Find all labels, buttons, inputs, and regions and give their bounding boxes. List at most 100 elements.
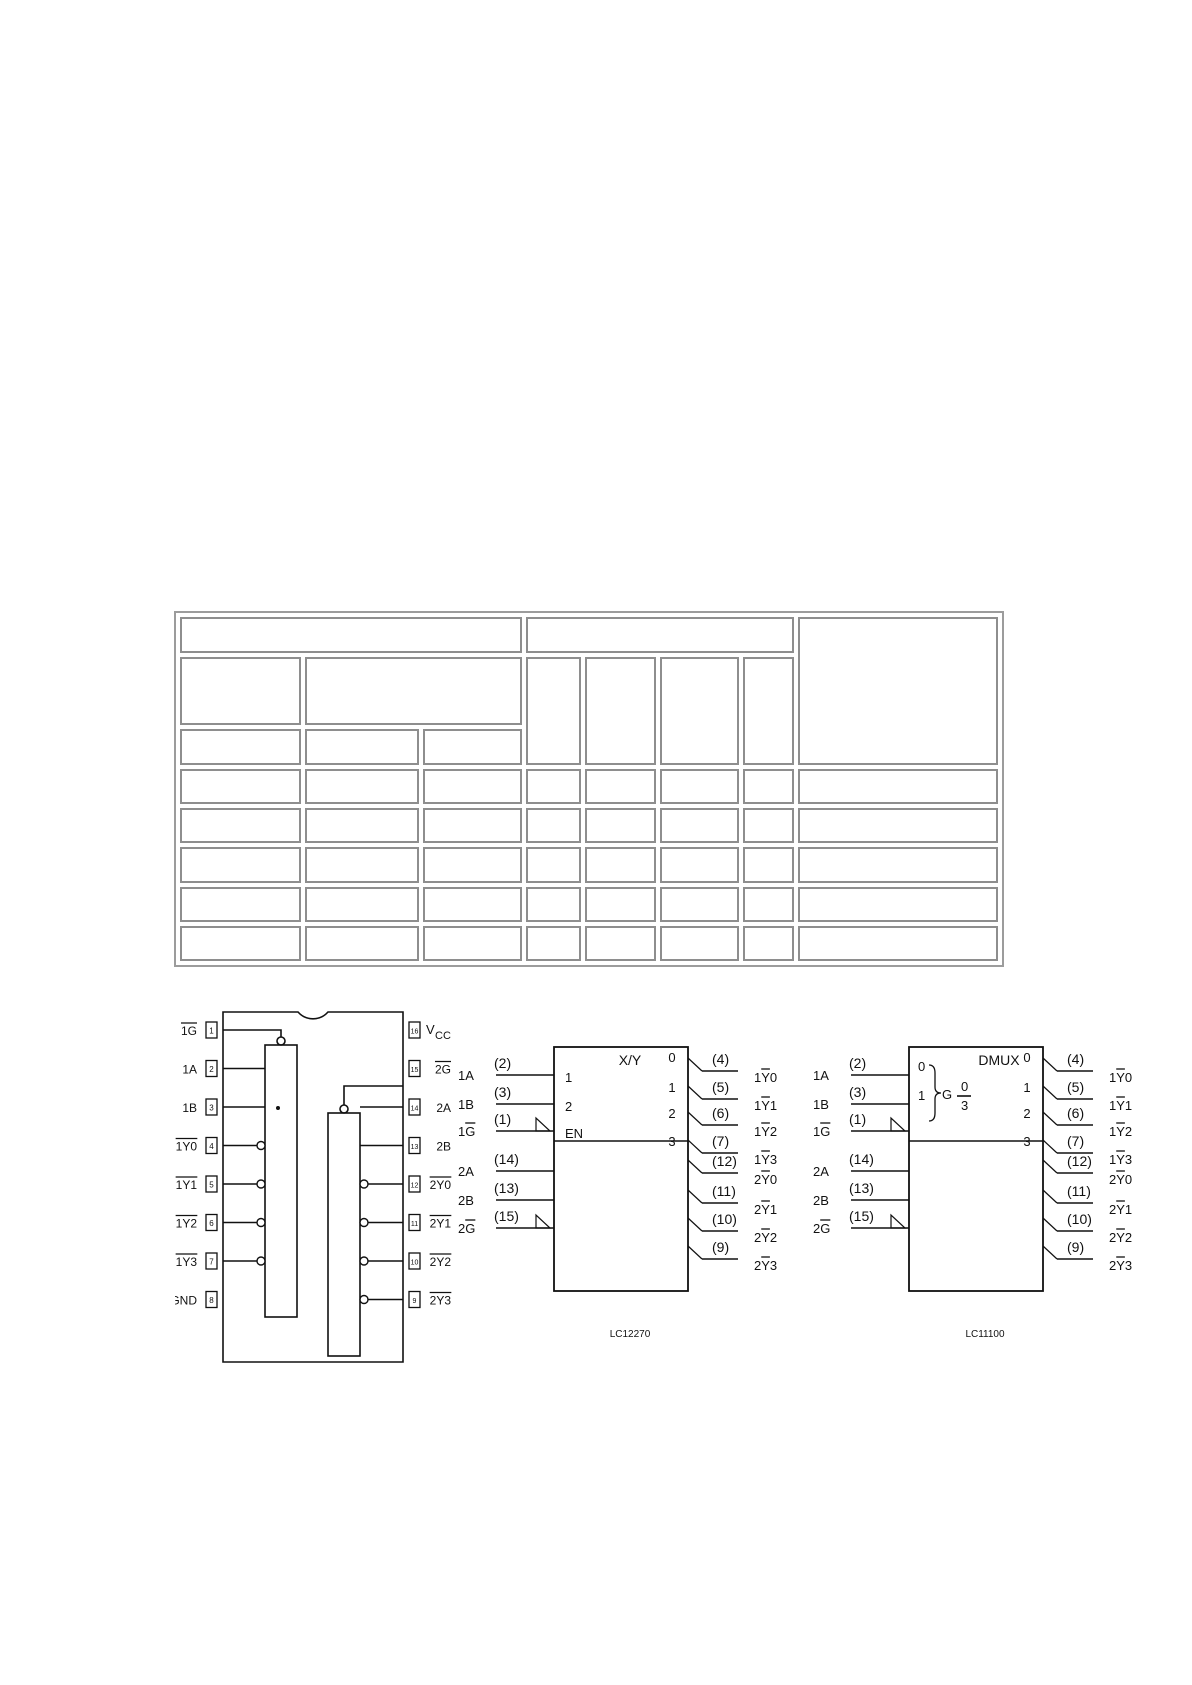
active-low-indicator bbox=[1042, 1139, 1058, 1154]
input-label: 1G bbox=[458, 1124, 475, 1139]
pin-label: 1Y1 bbox=[176, 1178, 198, 1192]
pin-number: (4) bbox=[1067, 1051, 1084, 1067]
table-row bbox=[180, 769, 998, 805]
inversion-bubble bbox=[256, 1256, 266, 1266]
select-range-top: 0 bbox=[961, 1079, 968, 1094]
pin-box bbox=[408, 1136, 421, 1155]
input-label: 2A bbox=[458, 1164, 474, 1179]
header-outputs-cell bbox=[526, 617, 795, 653]
pin-number: (12) bbox=[712, 1153, 737, 1169]
pin-box bbox=[408, 1021, 421, 1039]
input-label: 2G bbox=[458, 1221, 475, 1236]
output-label: 2Y2 bbox=[754, 1230, 777, 1245]
output-label: 1Y1 bbox=[754, 1098, 777, 1113]
pin-number: (11) bbox=[712, 1183, 736, 1199]
output-qualifier: 3 bbox=[668, 1134, 675, 1149]
output-qualifier: 0 bbox=[668, 1050, 675, 1065]
input-qualifier: 2 bbox=[565, 1099, 572, 1114]
decoder-2-block bbox=[327, 1112, 361, 1357]
pin-number: (1) bbox=[849, 1111, 866, 1127]
active-low-indicator bbox=[1042, 1085, 1058, 1100]
pin-number: (5) bbox=[1067, 1079, 1084, 1095]
output-qualifier: 1 bbox=[668, 1080, 675, 1095]
active-low-indicator bbox=[687, 1057, 703, 1072]
pin-label: 1G bbox=[181, 1024, 197, 1038]
output-label: 2Y3 bbox=[1109, 1258, 1132, 1273]
pin-number: 15 bbox=[411, 1067, 419, 1074]
pin-number: (4) bbox=[712, 1051, 729, 1067]
pin-label: V bbox=[426, 1022, 435, 1037]
pin-number: (15) bbox=[849, 1208, 874, 1224]
dmux-logic-symbol: DMUX1A(2)01B(3)11G(1)2A(14)2B(13)2G(15)G… bbox=[813, 1046, 1132, 1340]
input-label: 2B bbox=[458, 1193, 474, 1208]
header-select-cell bbox=[304, 657, 523, 725]
input-label: 2G bbox=[813, 1221, 830, 1236]
input-label: 1B bbox=[813, 1097, 829, 1112]
pin-number: 5 bbox=[209, 1181, 214, 1190]
output-label: 2Y1 bbox=[1109, 1202, 1132, 1217]
header-y1-cell bbox=[585, 657, 656, 765]
pin-number: (13) bbox=[494, 1180, 519, 1196]
ic-package-outline bbox=[222, 1011, 404, 1363]
output-label: 1Y2 bbox=[1109, 1124, 1132, 1139]
pin-number: (5) bbox=[712, 1079, 729, 1095]
pin-box bbox=[205, 1252, 218, 1270]
pin-box bbox=[408, 1098, 421, 1116]
inversion-bubble bbox=[359, 1294, 369, 1305]
pin-number: 1 bbox=[209, 1027, 214, 1036]
diagram-code: LC12270 bbox=[610, 1329, 651, 1340]
active-low-indicator bbox=[535, 1213, 552, 1229]
input-qualifier: 1 bbox=[918, 1088, 925, 1103]
truth-table-grid bbox=[174, 611, 1004, 967]
active-low-indicator bbox=[1042, 1189, 1058, 1204]
output-qualifier: 1 bbox=[1023, 1080, 1030, 1095]
active-low-indicator bbox=[1042, 1217, 1058, 1232]
pin-number: 13 bbox=[411, 1144, 419, 1151]
pin-number: 10 bbox=[411, 1260, 419, 1267]
pin-number: 4 bbox=[209, 1142, 214, 1151]
dip16-pinout-diagram: 11G21A31B41Y051Y161Y271Y38GND16VCC152G14… bbox=[175, 1011, 452, 1363]
output-label: 2Y2 bbox=[1109, 1230, 1132, 1245]
symbol-body bbox=[908, 1046, 1044, 1292]
pin-number: 14 bbox=[411, 1106, 419, 1113]
xy-logic-symbol: X/Y1A(2)11B(3)21G(1)EN2A(14)2B(13)2G(15)… bbox=[458, 1046, 777, 1340]
input-label: 1A bbox=[458, 1068, 474, 1083]
select-label: G bbox=[942, 1087, 952, 1102]
pin-box bbox=[205, 1098, 218, 1116]
header-enable-cell bbox=[180, 657, 301, 725]
pin-number: 12 bbox=[411, 1183, 419, 1190]
output-qualifier: 2 bbox=[1023, 1106, 1030, 1121]
output-label: 2Y0 bbox=[1109, 1172, 1132, 1187]
decoder-1-block bbox=[264, 1044, 298, 1318]
pin-number: (10) bbox=[1067, 1211, 1092, 1227]
pin-number: (9) bbox=[712, 1239, 729, 1255]
pin-label: GND bbox=[175, 1294, 197, 1308]
pin-box bbox=[408, 1213, 421, 1232]
pin-number: (3) bbox=[849, 1084, 866, 1100]
pin-number: (2) bbox=[494, 1055, 511, 1071]
input-qualifier: 1 bbox=[565, 1070, 572, 1085]
pin-number: (12) bbox=[1067, 1153, 1092, 1169]
pin-label: 1A bbox=[182, 1063, 197, 1077]
pin-label: 1Y2 bbox=[176, 1217, 198, 1231]
header-remark-cell bbox=[798, 617, 998, 765]
input-label: 2B bbox=[813, 1193, 829, 1208]
pin-label: 2Y3 bbox=[430, 1294, 452, 1308]
active-low-indicator bbox=[687, 1111, 703, 1126]
active-low-indicator bbox=[890, 1213, 907, 1229]
pin-box bbox=[205, 1175, 218, 1193]
inversion-bubble bbox=[359, 1217, 369, 1228]
input-label: 1G bbox=[813, 1124, 830, 1139]
pin-number: (1) bbox=[494, 1111, 511, 1127]
pin-number: (6) bbox=[712, 1105, 729, 1121]
output-label: 2Y3 bbox=[754, 1258, 777, 1273]
active-low-indicator bbox=[1042, 1245, 1058, 1260]
pin-number: (13) bbox=[849, 1180, 874, 1196]
table-row bbox=[180, 886, 998, 922]
pin-label: 2Y1 bbox=[430, 1217, 452, 1231]
pin-number: 6 bbox=[209, 1219, 214, 1228]
pin-box bbox=[205, 1136, 218, 1155]
active-low-indicator bbox=[687, 1245, 703, 1260]
pin-number: 7 bbox=[209, 1258, 214, 1267]
inversion-bubble bbox=[256, 1140, 266, 1151]
